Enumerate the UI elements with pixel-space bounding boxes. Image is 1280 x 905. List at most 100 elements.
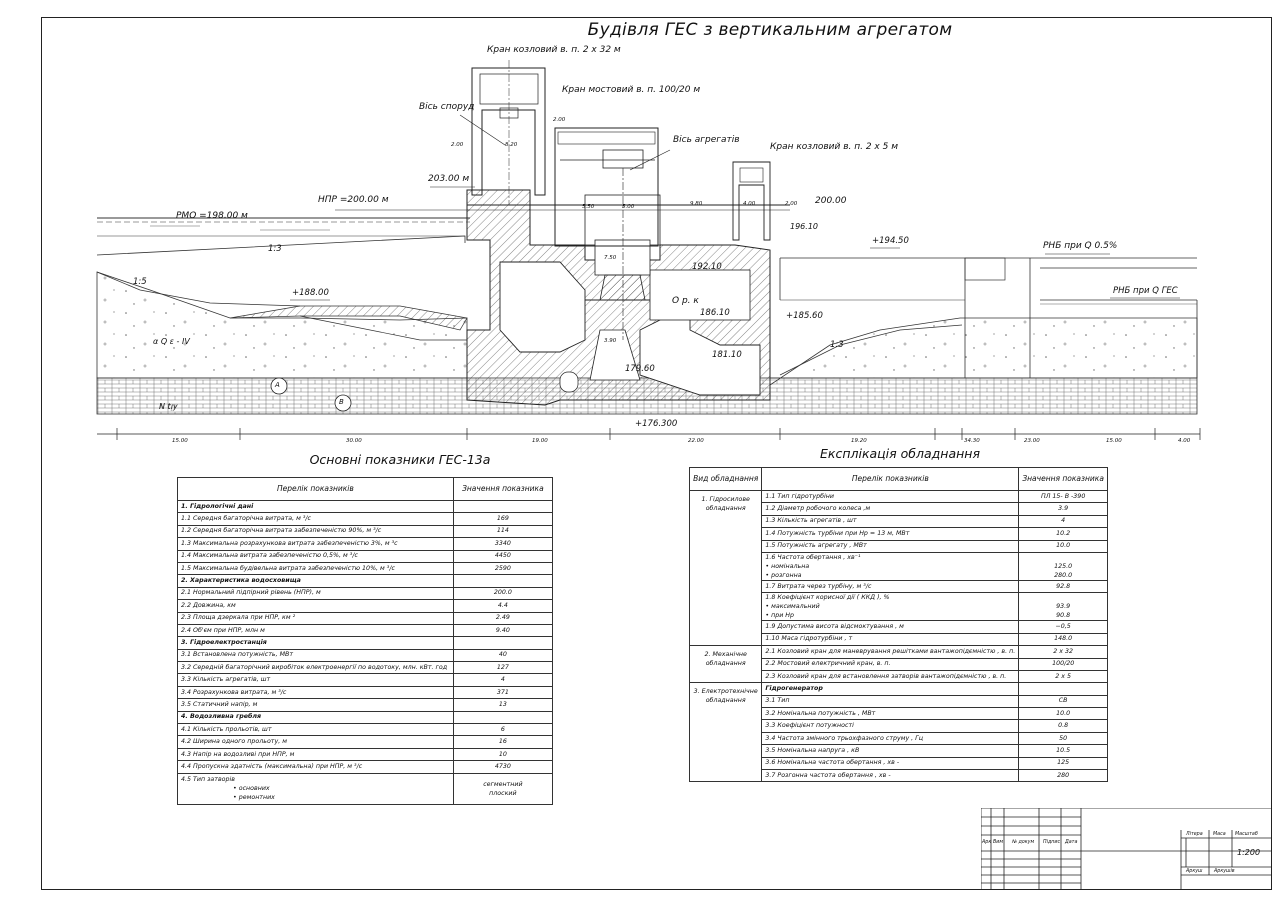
equipment-group: 1. Гідросилове обладнання: [688, 489, 763, 647]
indicator-label: 2.3 Площа дзеркала при НПР, км ²: [177, 611, 454, 625]
equipment-indicator: 3.5 Номінальна напруга , кВ: [761, 744, 1020, 758]
equipment-label: 1.6 Частота обертання , хв⁻¹: [765, 553, 861, 561]
equipment-indicator: 1.4 Потужність турбіни при Нр = 13 м, МВ…: [761, 527, 1020, 541]
table-row: 1.5 Максимальна будівельна витрата забез…: [177, 561, 554, 576]
indicator-value: 169: [452, 512, 554, 526]
axis-units-label: Вісь агрегатів: [673, 135, 740, 145]
equipment-indicator: 2.3 Козловий кран для встановлення затво…: [761, 669, 1020, 684]
equipment-value: 10.2: [1018, 527, 1108, 541]
equipment-value: 0.8: [1018, 719, 1108, 733]
indicator-label: 3. Гідроелектростанція: [177, 636, 454, 650]
equipment-sub-value: 280.0: [1054, 571, 1073, 579]
table-row: 4. Водозливна гребля: [177, 710, 554, 725]
title-block: [981, 808, 1272, 890]
drawing-sheet-frame: [41, 17, 1272, 890]
main-indicators-table: Перелік показників Значення показника 1.…: [177, 477, 554, 805]
stamp-col-date: Дата: [1065, 840, 1078, 845]
indicator-value: 127: [452, 661, 554, 675]
bottom-dim: 30.00: [346, 438, 362, 444]
indicator-value: 114: [452, 524, 554, 539]
indicator-value: [452, 574, 554, 588]
equipment-value: ПЛ 15- В -390: [1018, 489, 1108, 504]
table-row: 2.2 Мостовий електричний кран, в. п.100/…: [690, 657, 1108, 671]
dim-400: 4.00: [743, 201, 756, 207]
indicator-value: 200.0: [452, 586, 554, 601]
dim-200c: 2.00: [785, 201, 798, 207]
dim-550: 5.50: [582, 204, 595, 210]
equipment-value: 125: [1018, 756, 1108, 771]
equipment-value: 2 x 5: [1018, 669, 1108, 684]
gantry-crane-small: [732, 161, 771, 241]
table-row: 2.1 Нормальний підпірний рівень (НПР), м…: [177, 586, 554, 601]
equipment-indicator: 1.2 Діаметр робочого колеса ,м: [761, 502, 1020, 516]
table-row: 1.9 Допустима висота відсмоктування , м−…: [690, 620, 1108, 634]
elevation-188: +188.00: [292, 288, 329, 298]
indicator-value: 2590: [452, 561, 554, 576]
equipment-sub-value: 125.0: [1054, 562, 1073, 570]
equipment-value: 10.0: [1018, 539, 1108, 553]
gates-label: 4.5 Тип затворів: [181, 776, 235, 784]
indicator-value: 3340: [452, 537, 554, 551]
equipment-sub-label: • розгонна: [765, 571, 802, 579]
table-row: 1.2 Середня багаторічна витрата забезпеч…: [177, 524, 554, 539]
indicator-value: 4: [452, 673, 554, 687]
indicator-value: 40: [452, 648, 554, 663]
column-header: Вид обладнання: [688, 467, 763, 491]
npr-level: НПР =200.00 м: [318, 195, 389, 205]
stamp-col-ark: Арк: [982, 840, 992, 845]
indicator-value: [452, 636, 554, 650]
bridge-crane-label: Кран мостовий в. п. 100/20 м: [562, 85, 701, 95]
table-row: 4.4 Пропускна здатність (максимальна) пр…: [177, 760, 554, 774]
hpp-cross-section: [96, 60, 1201, 440]
equipment-value: [1018, 682, 1108, 696]
equipment-value: −0,5: [1018, 620, 1108, 634]
gates-main-value: сегментний: [483, 780, 523, 788]
indicator-label: 4.1 Кількість прольотів, шт: [177, 723, 454, 737]
elevation-176: +176.300: [635, 419, 678, 429]
slope-label-3: 1:3: [830, 340, 844, 350]
upstream-soil: [96, 271, 468, 379]
slope-label-2: 1:5: [133, 277, 147, 287]
indicator-label: 4. Водозливна гребля: [177, 710, 454, 725]
bottom-dim: 34.30: [964, 438, 980, 444]
indicator-label: 3.3 Кількість агрегатів, шт: [177, 673, 454, 687]
equipment-sub-label: • при Нр: [765, 612, 795, 620]
equipment-indicator: 1.8 Коефіцієнт корисної дії ( ККД ), %• …: [761, 592, 1020, 622]
elevation-200: 200.00: [815, 196, 847, 206]
equipment-indicator: 3.7 Розгонна частота обертання , хв -: [761, 769, 1020, 783]
equipment-indicator: 3.6 Номінальна частота обертання , хв -: [761, 756, 1020, 771]
bottom-dim: 19.00: [532, 438, 548, 444]
indicator-label: 2.4 Об'єм при НПР, млн м: [177, 623, 454, 638]
equipment-indicator: 1.1 Тип гідротурбіни: [761, 489, 1020, 504]
equipment-value: 148.0: [1018, 632, 1108, 647]
indicator-label: 4.4 Пропускна здатність (максимальна) пр…: [177, 760, 454, 774]
stamp-col-doc: № докум: [1012, 840, 1035, 845]
indicator-label: 2. Характеристика водосховища: [177, 574, 454, 588]
column-header: Перелік показників: [177, 477, 454, 501]
stamp-scale: 1:200: [1237, 848, 1261, 857]
equipment-value: 280: [1018, 769, 1108, 783]
elevation-196: 196.10: [790, 222, 818, 231]
elevation-179: 179.60: [625, 364, 655, 374]
table-row: 3.7 Розгонна частота обертання , хв -280: [690, 769, 1108, 783]
bottom-dim: 15.00: [1106, 438, 1122, 444]
equipment-value: 4: [1018, 514, 1108, 529]
indicator-label: 4.3 Напір на водозливі при НПР, м: [177, 747, 454, 762]
gantry-crane-big: [471, 67, 546, 196]
indicator-label: 1.4 Максимальна витрата забезпеченістю 0…: [177, 549, 454, 563]
table-row: 1.4 Максимальна витрата забезпеченістю 0…: [177, 549, 554, 563]
indicator-label: 1.3 Максимальна розрахункова витрата заб…: [177, 537, 454, 551]
elevation-185: +185.60: [786, 311, 823, 321]
